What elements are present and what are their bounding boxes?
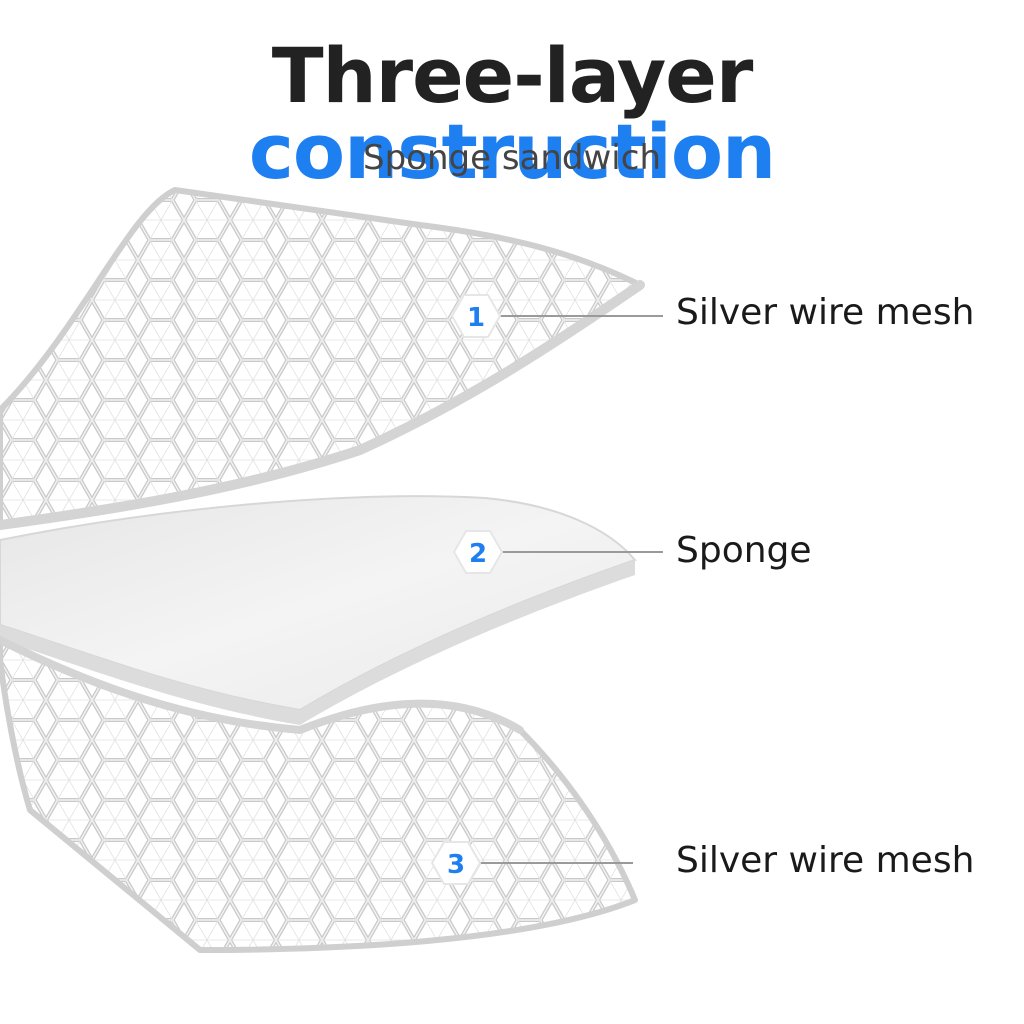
page-title: Three-layer construction [0, 38, 1024, 190]
page-subtitle: Sponge sandwich [363, 138, 661, 178]
layer-badge-number-3: 3 [447, 850, 465, 880]
title-part-dark: Three-layer [271, 31, 754, 120]
layer-label-1: Silver wire mesh [676, 292, 975, 333]
layer-badge-3: 3 [430, 841, 482, 885]
layer-badge-1: 1 [450, 294, 502, 338]
layer-label-2: Sponge [676, 530, 812, 571]
layer-badge-number-2: 2 [469, 539, 487, 569]
layer-badge-2: 2 [452, 530, 504, 574]
layer-label-3: Silver wire mesh [676, 840, 975, 881]
bottom-mesh-layer [0, 636, 638, 953]
top-mesh-layer [0, 187, 645, 530]
title-part-blue: construction [248, 107, 776, 196]
layer-badge-number-1: 1 [467, 303, 485, 333]
